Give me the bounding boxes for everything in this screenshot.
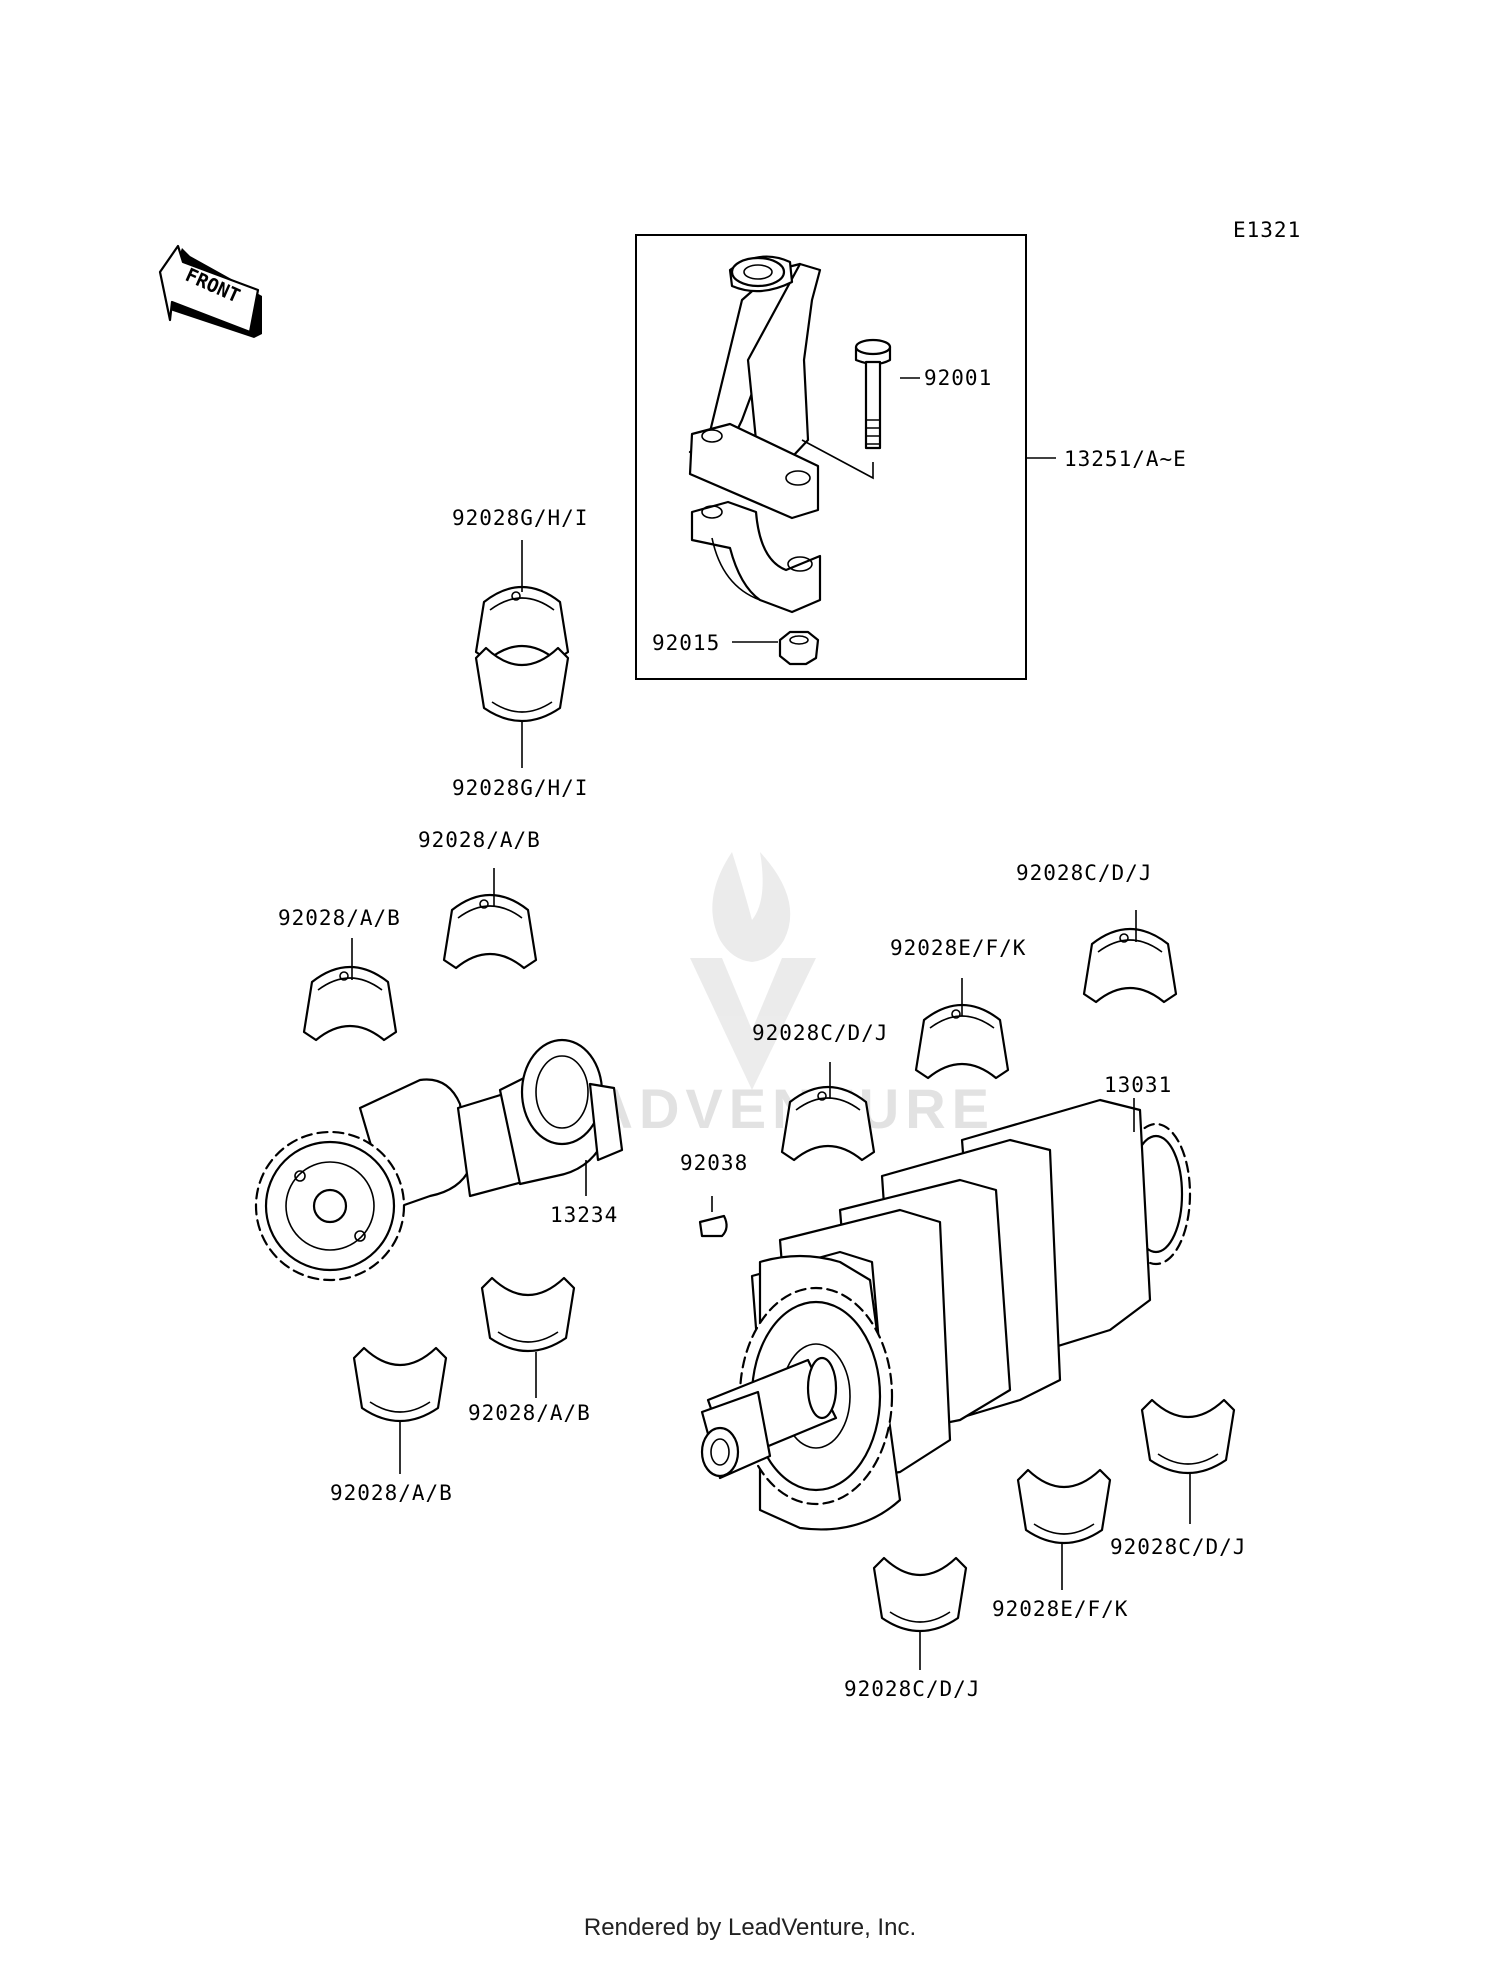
callout-13251: 13251/A~E: [1064, 447, 1187, 471]
callout-92028cdj-4: 92028C/D/J: [844, 1677, 980, 1701]
callout-13234: 13234: [550, 1203, 618, 1227]
callout-92028ghi-bottom: 92028G/H/I: [452, 776, 588, 800]
woodruff-key: [698, 1214, 728, 1238]
callout-92001: 92001: [924, 366, 992, 390]
bearing-shell-92028cdj-2: [780, 1085, 876, 1162]
callout-92028efk-1: 92028E/F/K: [890, 936, 1026, 960]
callout-92028ab-3: 92028/A/B: [468, 1401, 591, 1425]
callout-92038: 92038: [680, 1151, 748, 1175]
bearing-shell-92028cdj-4: [872, 1556, 968, 1633]
connecting-rod-bolt: [801, 338, 892, 480]
callout-92028cdj-2: 92028C/D/J: [752, 1021, 888, 1045]
callout-92028cdj-3: 92028C/D/J: [1110, 1535, 1246, 1559]
connecting-rod: [688, 255, 822, 614]
callout-92015: 92015: [652, 631, 720, 655]
bearing-shell-92028efk-2: [1016, 1468, 1112, 1545]
callout-13031: 13031: [1104, 1073, 1172, 1097]
bearing-shell-92028ab-2: [442, 893, 538, 970]
balancer-shaft: [254, 1038, 624, 1282]
front-arrow-icon: FRONT: [158, 244, 262, 338]
callout-92028ab-2: 92028/A/B: [418, 828, 541, 852]
bearing-shell-92028ab-1: [302, 965, 398, 1042]
callout-92028cdj-1: 92028C/D/J: [1016, 861, 1152, 885]
connecting-rod-assembly-box: [635, 234, 1027, 680]
bearing-shell-92028ghi-upper: [474, 585, 570, 662]
bearing-shell-92028cdj-1: [1082, 927, 1178, 1004]
leader-lines: [351, 377, 1191, 1670]
watermark-logo: [690, 852, 816, 1090]
diagram-code: E1321: [1233, 218, 1301, 242]
footer-credit: Rendered by LeadVenture, Inc.: [583, 1914, 917, 1941]
callout-92028ab-4: 92028/A/B: [330, 1481, 453, 1505]
bearing-shell-92028ghi-lower: [474, 646, 570, 723]
callout-92028ghi-top: 92028G/H/I: [452, 506, 588, 530]
bearing-shell-92028ab-3: [480, 1276, 576, 1353]
balancer-gear-icon: [254, 1130, 406, 1282]
bearing-shell-92028ab-4: [352, 1346, 448, 1423]
bearing-shell-92028cdj-3: [1140, 1398, 1236, 1475]
callout-92028efk-2: 92028E/F/K: [992, 1597, 1128, 1621]
callout-92028ab-1: 92028/A/B: [278, 906, 401, 930]
crankshaft: [700, 1098, 1192, 1531]
connecting-rod-nut: [778, 630, 820, 666]
